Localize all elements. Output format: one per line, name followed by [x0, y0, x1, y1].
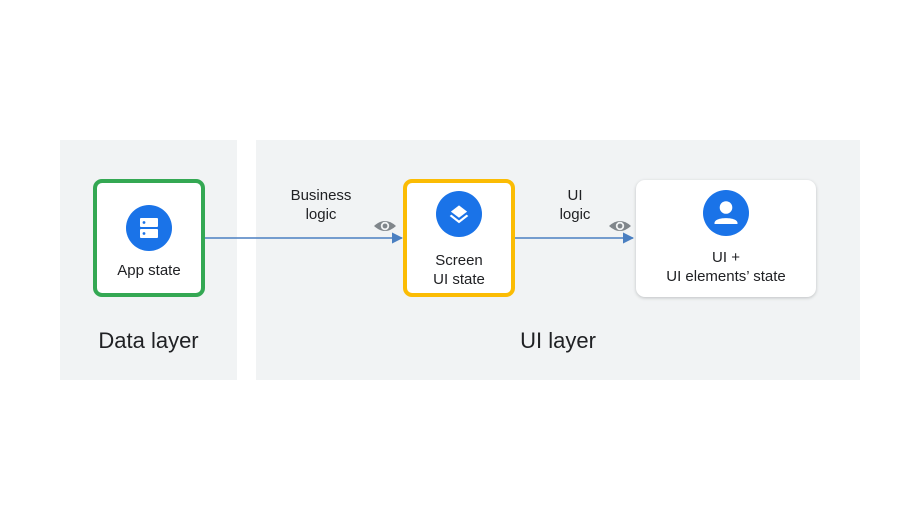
layers-icon — [436, 191, 482, 237]
screen-ui-state-label: Screen UI state — [433, 251, 485, 289]
app-state-node: App state — [93, 179, 205, 297]
business-logic-line2: logic — [305, 206, 337, 223]
data-layer-label: Data layer — [98, 328, 199, 353]
screen-ui-state-line1: Screen — [435, 252, 483, 269]
ui-elements-line1: UI + — [712, 249, 740, 266]
eye-icon — [374, 221, 396, 231]
screen-ui-state-line2: UI state — [433, 271, 485, 288]
ui-logic-line1: UI — [567, 187, 583, 204]
eye-icon — [609, 221, 631, 231]
screen-ui-state-node: Screen UI state — [403, 179, 515, 297]
ui-logic-line2: logic — [559, 206, 591, 223]
person-icon — [703, 190, 749, 236]
ui-elements-line2: UI elements’ state — [666, 268, 786, 285]
app-state-label: App state — [117, 262, 181, 279]
ui-elements-state-label: UI + UI elements’ state — [666, 248, 786, 286]
ui-layer-label: UI layer — [520, 328, 596, 353]
database-icon — [126, 205, 172, 251]
ui-elements-state-node: UI + UI elements’ state — [636, 180, 816, 297]
ui-logic-label: UI logic — [545, 186, 605, 224]
business-logic-line1: Business — [290, 187, 352, 204]
business-logic-label: Business logic — [281, 186, 361, 224]
